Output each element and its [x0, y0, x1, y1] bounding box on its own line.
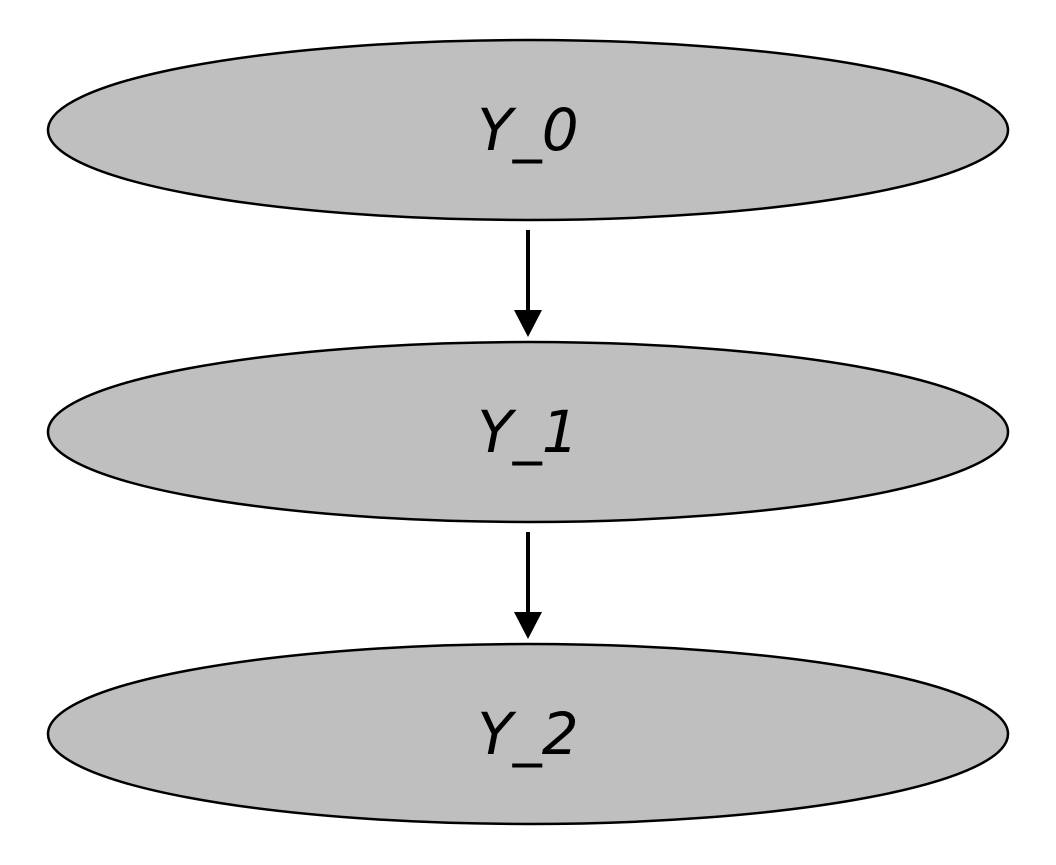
- node-y1: Y_1: [46, 340, 1010, 524]
- node-y0: Y_0: [46, 38, 1010, 222]
- edge-y1-y2-arrowhead: [514, 612, 542, 639]
- node-y0-shape: [46, 38, 1010, 222]
- node-y2-label: Y_2: [477, 700, 578, 768]
- node-y0-label: Y_0: [477, 96, 578, 164]
- node-y1-label: Y_1: [477, 398, 578, 466]
- node-y1-shape: [46, 340, 1010, 524]
- node-y2-shape: [46, 642, 1010, 826]
- edge-y0-y1: [514, 230, 542, 337]
- node-y2: Y_2: [46, 642, 1010, 826]
- edge-y0-y1-arrowhead: [514, 310, 542, 337]
- edge-y1-y2: [514, 532, 542, 639]
